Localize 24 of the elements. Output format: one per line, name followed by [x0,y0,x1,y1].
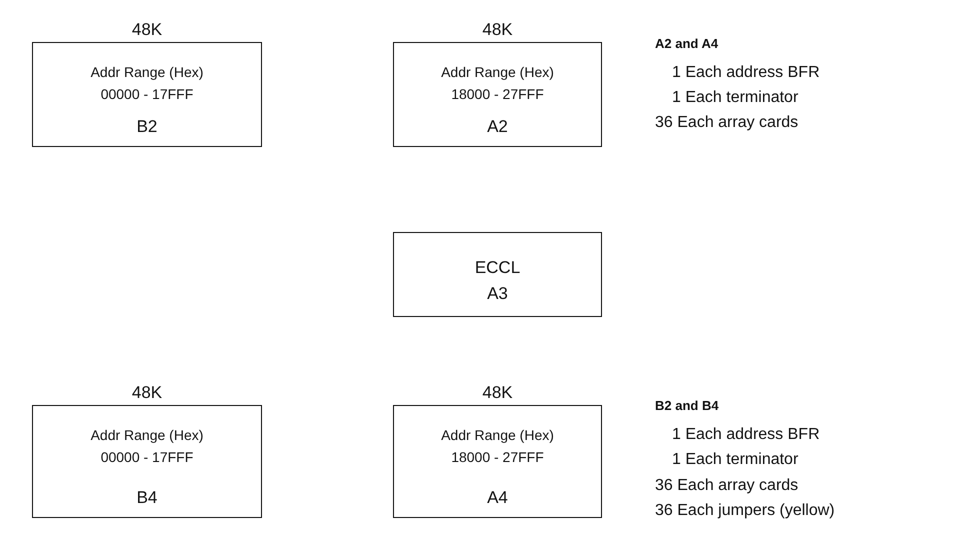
capacity-heading: 48K [481,382,514,404]
address-range: Addr Range (Hex) 18000 - 27FFF [440,63,555,104]
slot-label: B2 [136,116,158,138]
group-heading: B2 and B4 [655,398,719,413]
parts-list-item: 1 Each terminator [672,451,798,469]
parts-list-item: 1 Each address BFR [672,426,820,444]
capacity-heading: 48K [130,19,164,41]
parts-list-item: 1 Each address BFR [672,64,820,82]
capacity-heading: 48K [130,382,164,404]
slot-label: B4 [136,487,158,509]
slot-label: A2 [486,116,509,138]
address-range: Addr Range (Hex) 00000 - 17FFF [90,63,204,104]
capacity-heading: 48K [481,19,514,41]
parts-list-item: 36 Each array cards [655,114,798,132]
slot-label: A4 [486,487,509,509]
address-range: Addr Range (Hex) 00000 - 17FFF [90,426,204,467]
address-range: Addr Range (Hex) 18000 - 27FFF [440,426,555,467]
parts-list-item: 36 Each array cards [655,477,798,495]
parts-list-item: 1 Each terminator [672,89,798,107]
parts-list-item: 36 Each jumpers (yellow) [655,502,835,520]
board-name: ECCL [474,257,522,279]
slot-label: A3 [486,283,509,305]
group-heading: A2 and A4 [655,36,718,51]
memory-board-box [393,232,602,317]
